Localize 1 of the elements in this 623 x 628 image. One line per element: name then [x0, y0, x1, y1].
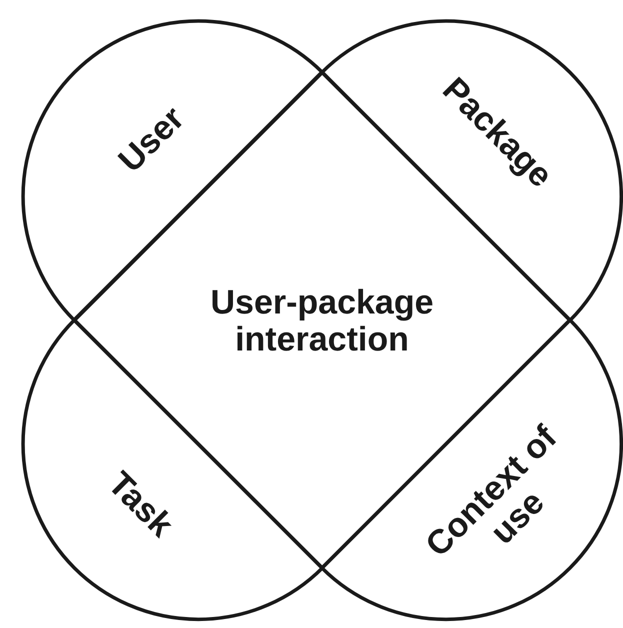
- center-label: User-package interaction: [209, 284, 434, 360]
